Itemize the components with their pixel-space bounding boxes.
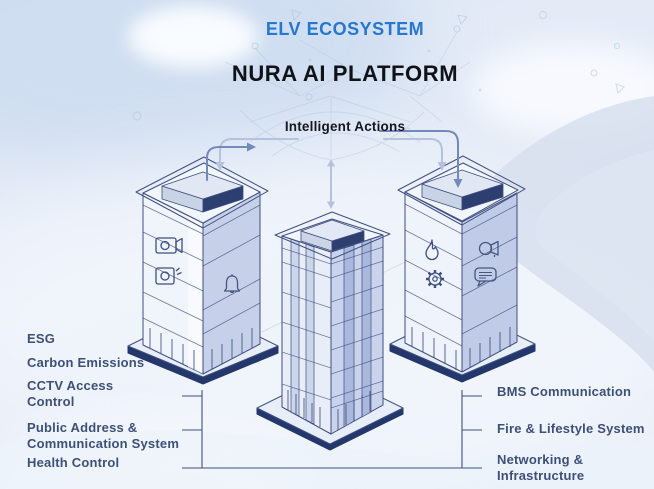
label-health-control: Health Control [27, 455, 120, 470]
right-building-roof [397, 155, 526, 226]
center-building-windows [287, 390, 371, 430]
label-connector-lines [182, 390, 482, 469]
left-building-highlight [188, 216, 203, 374]
left-roof-slab [161, 171, 244, 213]
label-public-address-communication: Public Address & Communication System [27, 420, 180, 451]
center-building-pilasters [290, 238, 372, 428]
label-networking-infrastructure: Networking & Infrastructure [497, 452, 585, 483]
flame-icon [425, 239, 439, 261]
left-building-roof [135, 156, 269, 229]
left-building-floor-lines [142, 204, 261, 348]
right-building [389, 155, 536, 383]
arrow-left-building-to-center [206, 142, 256, 181]
arrow-center-to-right-building [383, 138, 447, 171]
intelligent-actions-label: Intelligent Actions [284, 119, 406, 134]
center-building-right-wall [330, 234, 384, 435]
left-building [127, 156, 279, 385]
bell-icon [223, 274, 241, 293]
megaphone-icon [478, 240, 499, 257]
gear-icon [426, 270, 444, 288]
center-building [256, 211, 404, 451]
chat-bubbles-icon [474, 267, 497, 287]
label-esg: ESG [27, 331, 56, 346]
background-wave [0, 96, 654, 489]
ecosystem-title: ELV ECOSYSTEM [265, 19, 425, 39]
right-roof-slab [421, 169, 504, 211]
label-carbon-emissions: Carbon Emissions [27, 355, 145, 370]
flow-arrows [206, 130, 463, 209]
platform-title: NURA AI PLATFORM [231, 61, 459, 86]
label-fire-lifestyle-system: Fire & Lifestyle System [497, 421, 645, 436]
arrow-center-building-bidirectional [327, 159, 335, 209]
center-roof-slab [300, 219, 365, 252]
center-building-floor-lines [281, 246, 384, 409]
label-bms-communication: BMS Communication [497, 384, 632, 399]
speaker-icon [155, 267, 182, 285]
center-building-roof [274, 211, 391, 260]
video-camera-icon [155, 237, 183, 254]
left-building-windows [149, 328, 253, 370]
right-building-right-wall [461, 192, 518, 373]
right-building-windows [411, 327, 511, 370]
arrow-dark-to-right-building [379, 130, 463, 188]
right-building-floor-lines [404, 203, 518, 347]
arrow-center-to-left-building [215, 138, 299, 171]
label-cctv-access-control: CCTV Access Control [27, 378, 114, 409]
